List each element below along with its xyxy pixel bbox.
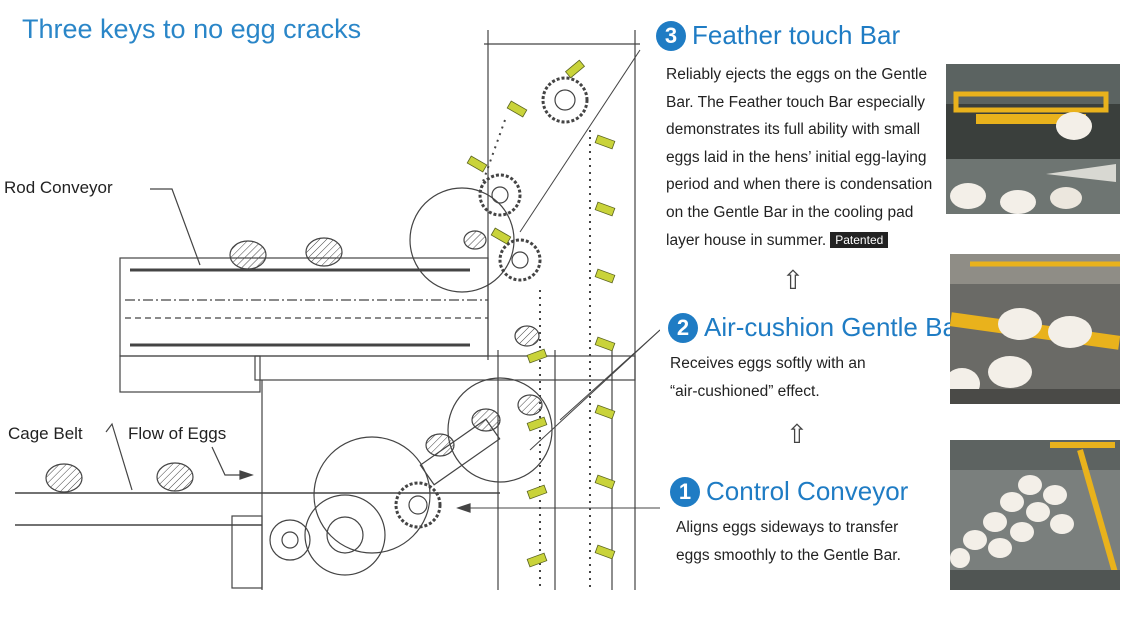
arrow-up-icon: ⇧ [782,266,804,296]
flow-of-eggs-label: Flow of Eggs [128,424,227,443]
step-2-heading: 2 Air-cushion Gentle Bar [668,312,966,343]
step-3-title: Feather touch Bar [692,20,901,50]
step-1-heading: 1 Control Conveyor [670,476,908,507]
patented-badge: Patented [830,231,889,248]
step-2-title: Air-cushion Gentle Bar [704,312,966,342]
step-3-line: demonstrates its full ability with small [666,121,921,139]
step-3-line: eggs laid in the hens’ initial egg-layin… [666,148,927,166]
page-title: Three keys to no egg cracks [22,14,362,44]
air-cushion-gentle-bar-photo [950,254,1120,404]
step-1-line: eggs smoothly to the Gentle Bar. [676,546,901,564]
step-1-number: 1 [670,476,700,507]
step-3-line: layer house in summer. [666,231,827,249]
step-1-description: Aligns eggs sideways to transfer eggs sm… [676,514,946,569]
feather-touch-bar-photo [946,64,1120,214]
rod-conveyor-label: Rod Conveyor [4,178,113,197]
step-3-line: Bar. The Feather touch Bar especially [666,93,926,111]
step-2-number: 2 [668,312,698,343]
step-3-line: on the Gentle Bar in the cooling pad [666,203,914,221]
egg-collector-diagram [15,30,660,590]
step-2-line: Receives eggs softly with an [670,355,866,372]
step-1-title: Control Conveyor [706,476,909,506]
cage-belt-label: Cage Belt [8,424,83,443]
step-3-line-last: layer house in summer.Patented [666,227,946,255]
step-1-line: Aligns eggs sideways to transfer [676,519,899,536]
step-3-number: 3 [656,20,686,51]
step-2-description: Receives eggs softly with an “air-cushio… [670,350,940,405]
control-conveyor-photo [950,440,1120,590]
arrow-up-icon: ⇧ [786,420,808,450]
step-3-line: Reliably ejects the eggs on the Gentle [666,66,928,83]
step-3-line: period and when there is condensation [666,176,933,194]
step-3-description: Reliably ejects the eggs on the Gentle B… [666,61,946,254]
step-2-line: “air-cushioned” effect. [670,382,820,400]
step-3-heading: 3 Feather touch Bar [656,20,900,51]
